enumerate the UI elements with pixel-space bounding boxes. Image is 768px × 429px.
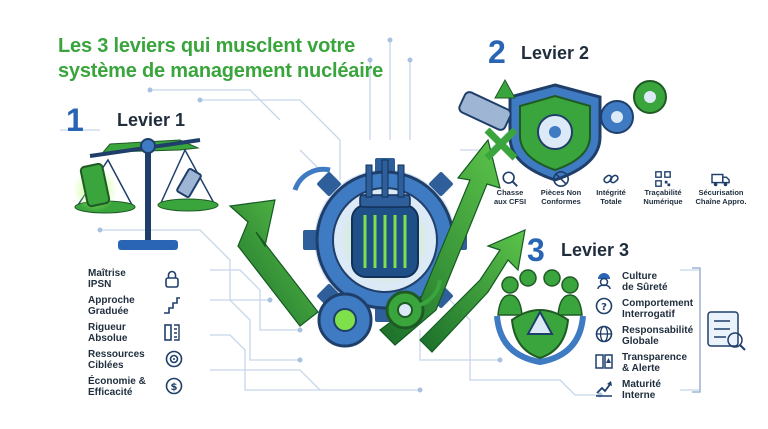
list-item: Approche Graduée bbox=[88, 295, 135, 317]
search-icon bbox=[502, 171, 518, 187]
truck-icon bbox=[711, 173, 730, 187]
list-item: Intégrité Totale bbox=[588, 170, 634, 206]
levier-1-label: Levier 1 bbox=[117, 110, 186, 130]
book-alert-icon bbox=[595, 354, 613, 369]
list-item: Culture de Sûreté bbox=[622, 271, 668, 293]
list-item: Sécurisation Chaîne Appro. bbox=[690, 170, 752, 206]
list-item: Rigueur Absolue bbox=[88, 322, 128, 344]
list-item: Ressources Ciblées bbox=[88, 349, 145, 371]
levier-2-list: Chasse aux CFSI Pièces Non Conformes Int… bbox=[484, 170, 750, 218]
ruler-icon bbox=[164, 324, 180, 341]
stairs-icon bbox=[164, 297, 180, 314]
list-item: Responsabilité Globale bbox=[622, 325, 694, 347]
levier-2-number: 2 bbox=[488, 34, 506, 70]
list-item: Traçabilité Numérique bbox=[635, 170, 691, 206]
list-item: Économie & Efficacité bbox=[88, 376, 146, 398]
levier-3-list: Culture de Sûreté ? Comportement Interro… bbox=[594, 268, 694, 404]
list-item: Maîtrise IPSN bbox=[88, 268, 126, 290]
svg-text:?: ? bbox=[601, 302, 607, 313]
list-item: Maturité Interne bbox=[622, 379, 661, 401]
chain-link-icon bbox=[603, 174, 619, 184]
page-title: Les 3 leviers qui musclent votre système… bbox=[58, 34, 458, 84]
levier-1-list: Maîtrise IPSN Approche Graduée Rigueur A… bbox=[88, 268, 198, 404]
target-icon bbox=[165, 350, 183, 368]
list-item: Chasse aux CFSI bbox=[484, 170, 536, 206]
levier-2-label: Levier 2 bbox=[521, 43, 590, 63]
growth-chart-icon bbox=[596, 381, 612, 397]
levier-3-label: Levier 3 bbox=[561, 240, 630, 260]
globe-icon bbox=[595, 325, 613, 343]
qr-code-icon bbox=[655, 171, 671, 187]
levier-1-number: 1 bbox=[66, 102, 84, 138]
question-bubble-icon: ? bbox=[595, 297, 613, 315]
lock-shield-icon bbox=[165, 270, 179, 288]
coin-cycle-icon: $ bbox=[165, 377, 183, 395]
safety-worker-icon bbox=[597, 273, 611, 290]
no-part-icon bbox=[552, 170, 570, 188]
list-item: Pièces Non Conformes bbox=[535, 170, 587, 206]
list-item: Transparence & Alerte bbox=[622, 352, 688, 374]
levier-3-number: 3 bbox=[527, 232, 545, 268]
title-line-2: système de management nucléaire bbox=[58, 60, 384, 82]
title-line-1: Les 3 leviers qui musclent votre bbox=[58, 35, 356, 57]
svg-text:$: $ bbox=[171, 382, 178, 393]
list-item: Comportement Interrogatif bbox=[622, 298, 694, 320]
